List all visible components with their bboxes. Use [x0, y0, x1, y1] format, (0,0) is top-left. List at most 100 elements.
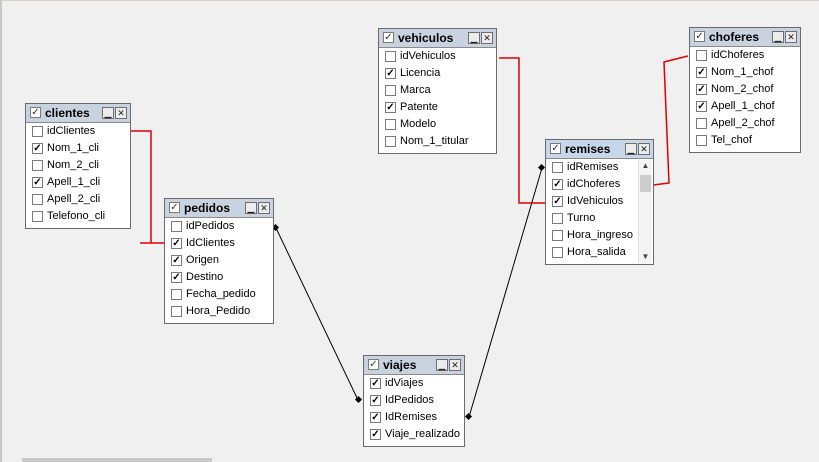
field-row[interactable]: Nom_1_titular	[379, 133, 496, 150]
relation-viajes-remises[interactable]	[468, 167, 543, 418]
check-icon[interactable]: ✓	[383, 32, 394, 43]
field-row[interactable]: ✓Destino	[165, 269, 273, 286]
relation-vehiculos-remises[interactable]	[499, 57, 546, 204]
field-checkbox[interactable]: ✓	[370, 378, 381, 389]
field-row[interactable]: ✓Origen	[165, 252, 273, 269]
field-checkbox[interactable]	[32, 160, 43, 171]
check-icon[interactable]: ✓	[368, 359, 379, 370]
minimize-icon[interactable]: ▁	[772, 31, 784, 43]
field-checkbox[interactable]	[171, 289, 182, 300]
field-row[interactable]: ✓Patente	[379, 99, 496, 116]
horizontal-scrollbar-thumb[interactable]	[22, 458, 212, 462]
field-row[interactable]: Tel_chof	[690, 132, 800, 149]
field-checkbox[interactable]: ✓	[171, 238, 182, 249]
field-checkbox[interactable]	[696, 135, 707, 146]
check-icon[interactable]: ✓	[169, 202, 180, 213]
close-icon[interactable]: ✕	[449, 359, 461, 371]
field-checkbox[interactable]: ✓	[696, 84, 707, 95]
field-checkbox[interactable]	[385, 51, 396, 62]
field-row[interactable]: Apell_2_chof	[690, 115, 800, 132]
clientes-title-bar[interactable]: ✓clientes▁✕	[26, 104, 130, 123]
close-icon[interactable]: ✕	[785, 31, 797, 43]
close-icon[interactable]: ✕	[481, 32, 493, 44]
check-icon[interactable]: ✓	[694, 31, 705, 42]
field-checkbox[interactable]	[696, 50, 707, 61]
field-row[interactable]: Fecha_pedido	[165, 286, 273, 303]
field-row[interactable]: ✓Apell_1_cli	[26, 174, 130, 191]
field-row[interactable]: ✓IdClientes	[165, 235, 273, 252]
field-checkbox[interactable]: ✓	[32, 177, 43, 188]
minimize-icon[interactable]: ▁	[468, 32, 480, 44]
minimize-icon[interactable]: ▁	[625, 143, 637, 155]
check-icon[interactable]: ✓	[550, 143, 561, 154]
field-checkbox[interactable]	[552, 247, 563, 258]
field-checkbox[interactable]: ✓	[370, 395, 381, 406]
field-row[interactable]: Turno	[546, 210, 653, 227]
field-row[interactable]: ✓idChoferes	[546, 176, 653, 193]
field-checkbox[interactable]: ✓	[171, 255, 182, 266]
field-row[interactable]: idClientes	[26, 123, 130, 140]
scrollbar-thumb[interactable]	[640, 175, 651, 192]
field-row[interactable]: ✓Viaje_realizado	[364, 426, 464, 443]
field-row[interactable]: Hora_salida	[546, 244, 653, 261]
field-checkbox[interactable]: ✓	[385, 68, 396, 79]
field-checkbox[interactable]: ✓	[370, 429, 381, 440]
field-checkbox[interactable]	[385, 119, 396, 130]
table-remises[interactable]: ✓remises▁✕idRemises✓idChoferes✓IdVehicul…	[545, 139, 654, 265]
field-checkbox[interactable]: ✓	[385, 102, 396, 113]
field-row[interactable]: Hora_Pedido	[165, 303, 273, 320]
field-row[interactable]: ✓idViajes	[364, 375, 464, 392]
relation-pedidos-viajes[interactable]	[275, 227, 359, 401]
pedidos-title-bar[interactable]: ✓pedidos▁✕	[165, 199, 273, 218]
minimize-icon[interactable]: ▁	[245, 202, 257, 214]
field-checkbox[interactable]	[385, 136, 396, 147]
field-checkbox[interactable]: ✓	[696, 67, 707, 78]
table-viajes[interactable]: ✓viajes▁✕✓idViajes✓IdPedidos✓IdRemises✓V…	[363, 355, 465, 447]
remises-title-bar[interactable]: ✓remises▁✕	[546, 140, 653, 159]
minimize-icon[interactable]: ▁	[436, 359, 448, 371]
relation-choferes-remises[interactable]	[652, 55, 689, 186]
field-checkbox[interactable]	[171, 221, 182, 232]
field-row[interactable]: Hora_ingreso	[546, 227, 653, 244]
field-row[interactable]: Apell_2_cli	[26, 191, 130, 208]
field-row[interactable]: Nom_2_cli	[26, 157, 130, 174]
field-checkbox[interactable]	[32, 194, 43, 205]
minimize-icon[interactable]: ▁	[102, 107, 114, 119]
field-checkbox[interactable]: ✓	[171, 272, 182, 283]
field-row[interactable]: ✓Nom_2_chof	[690, 81, 800, 98]
close-icon[interactable]: ✕	[115, 107, 127, 119]
field-row[interactable]: ✓IdPedidos	[364, 392, 464, 409]
table-pedidos[interactable]: ✓pedidos▁✕idPedidos✓IdClientes✓Origen✓De…	[164, 198, 274, 324]
field-row[interactable]: Marca	[379, 82, 496, 99]
field-checkbox[interactable]	[552, 230, 563, 241]
field-row[interactable]: idRemises	[546, 159, 653, 176]
field-row[interactable]: ✓Licencia	[379, 65, 496, 82]
scroll-down-arrow-icon[interactable]: ▼	[641, 252, 650, 261]
field-checkbox[interactable]	[385, 85, 396, 96]
field-checkbox[interactable]	[552, 213, 563, 224]
field-row[interactable]: ✓Nom_1_cli	[26, 140, 130, 157]
field-checkbox[interactable]	[171, 306, 182, 317]
field-row[interactable]: ✓Apell_1_chof	[690, 98, 800, 115]
relation-clientes-pedidos[interactable]	[131, 130, 167, 244]
field-checkbox[interactable]	[552, 162, 563, 173]
close-icon[interactable]: ✕	[258, 202, 270, 214]
field-checkbox[interactable]: ✓	[32, 143, 43, 154]
field-row[interactable]: idPedidos	[165, 218, 273, 235]
field-checkbox[interactable]	[696, 118, 707, 129]
field-checkbox[interactable]: ✓	[552, 196, 563, 207]
field-checkbox[interactable]: ✓	[552, 179, 563, 190]
check-icon[interactable]: ✓	[30, 107, 41, 118]
field-checkbox[interactable]: ✓	[696, 101, 707, 112]
scroll-up-arrow-icon[interactable]: ▲	[641, 161, 650, 170]
field-row[interactable]: idVehiculos	[379, 48, 496, 65]
table-choferes[interactable]: ✓choferes▁✕idChoferes✓Nom_1_chof✓Nom_2_c…	[689, 27, 801, 153]
remises-vertical-scrollbar[interactable]: ▲▼	[638, 160, 652, 263]
field-row[interactable]: ✓Nom_1_chof	[690, 64, 800, 81]
field-row[interactable]: Modelo	[379, 116, 496, 133]
field-checkbox[interactable]	[32, 211, 43, 222]
field-checkbox[interactable]: ✓	[370, 412, 381, 423]
viajes-title-bar[interactable]: ✓viajes▁✕	[364, 356, 464, 375]
